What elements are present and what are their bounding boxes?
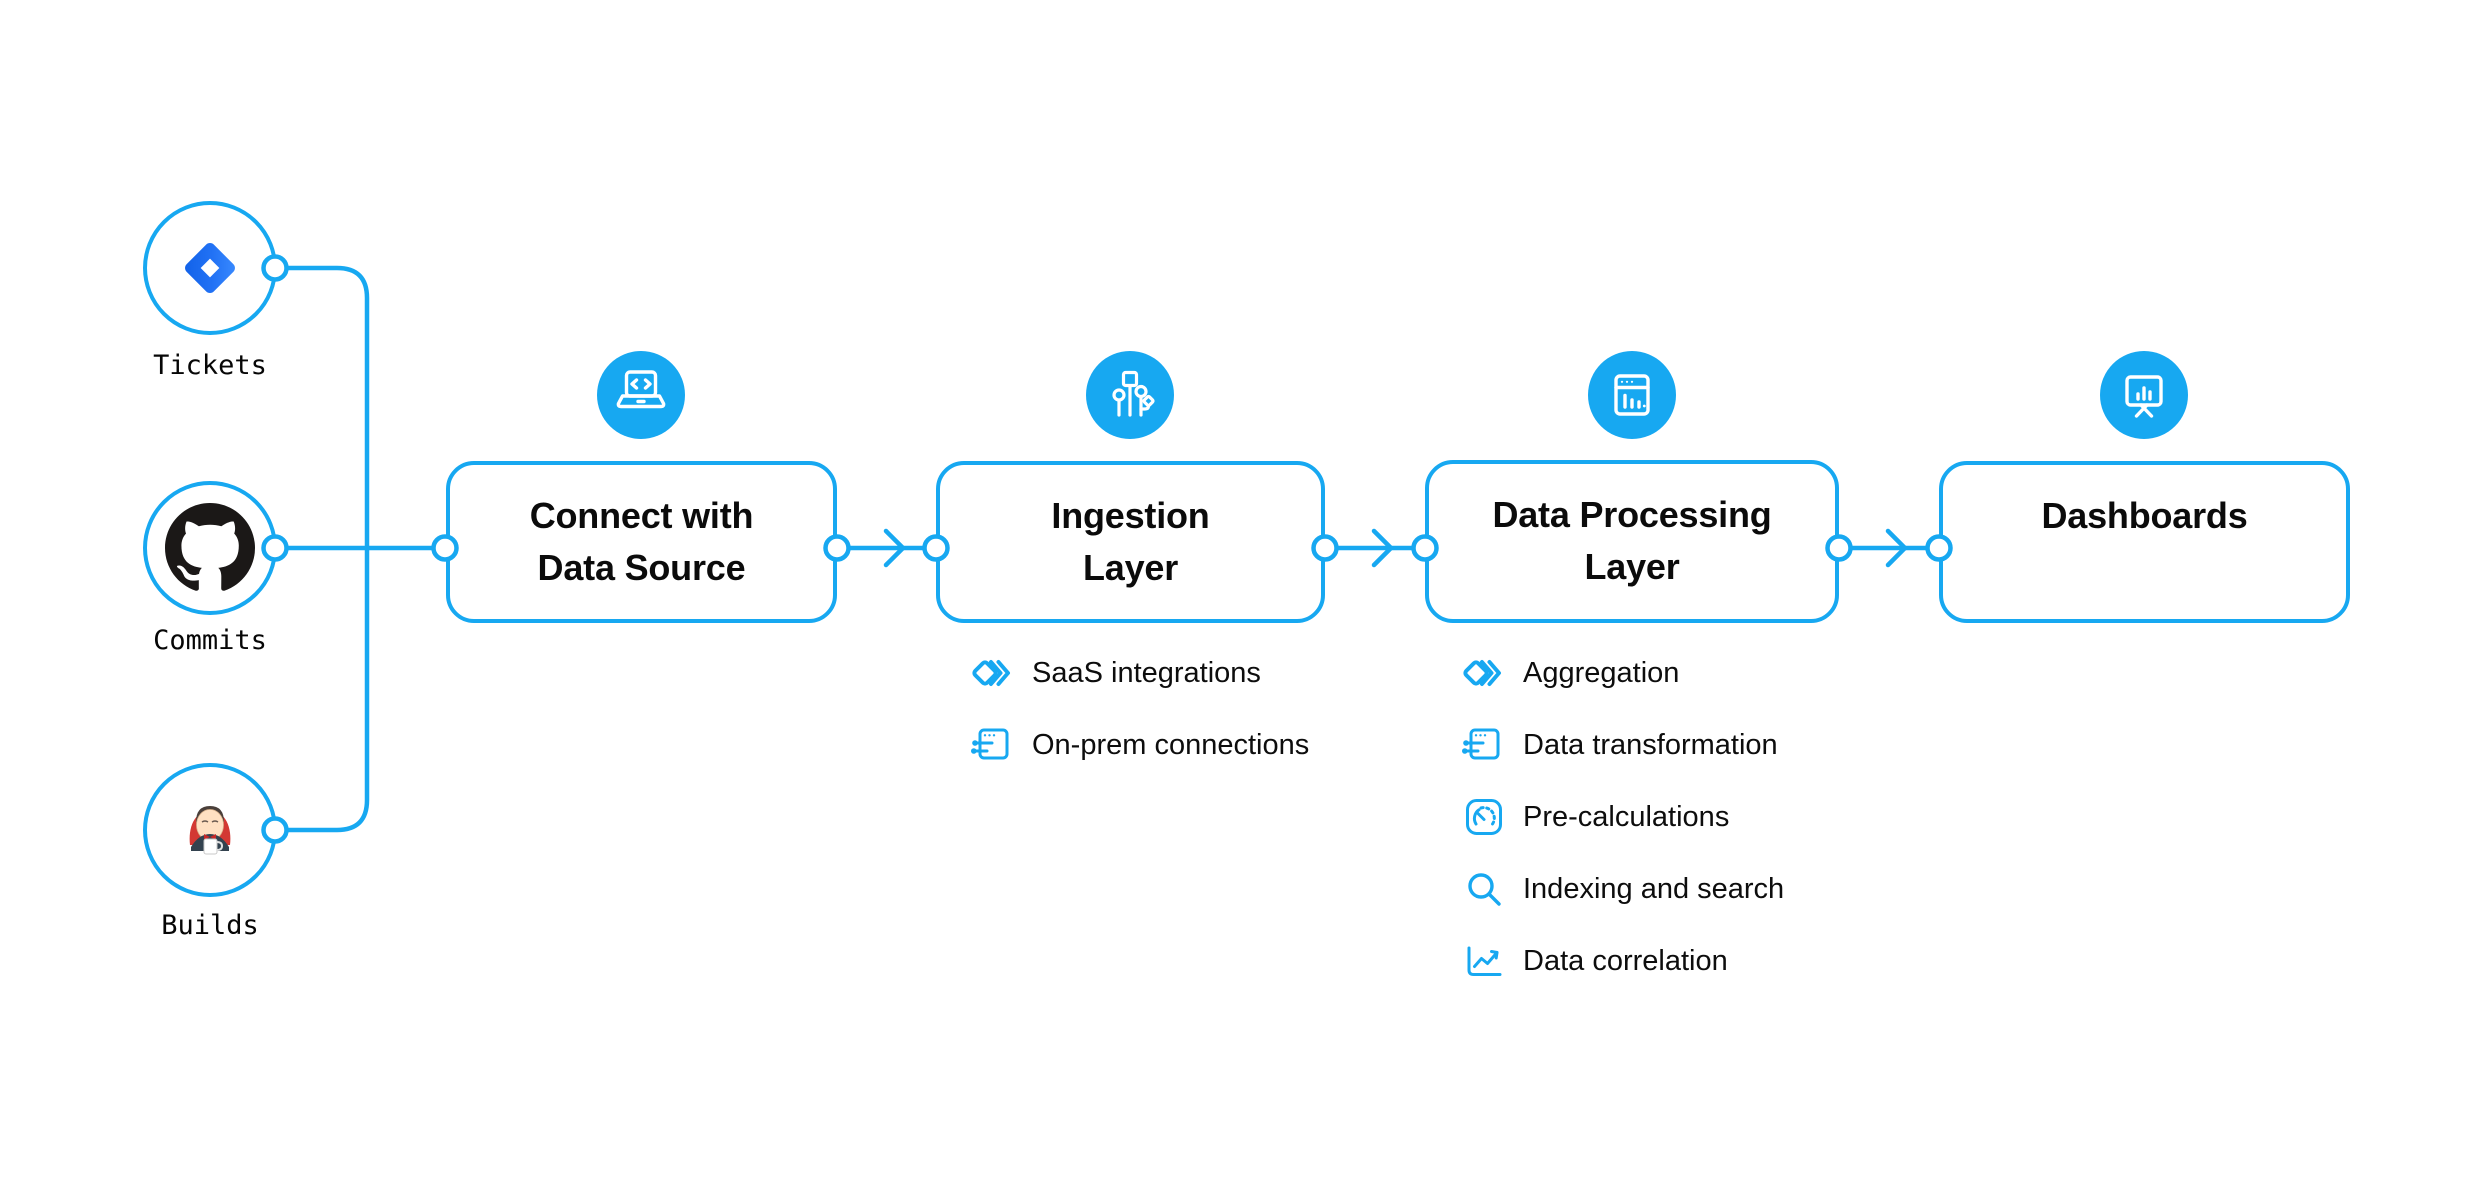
list-item-label: SaaS integrations bbox=[1032, 657, 1261, 689]
stage-title-line: Data Source bbox=[537, 547, 746, 588]
list-item-label: Indexing and search bbox=[1523, 873, 1785, 905]
list-item: Indexing and search bbox=[1462, 867, 1784, 911]
source-label-builds: Builds bbox=[60, 910, 360, 942]
list-item-label: Pre-calculations bbox=[1523, 801, 1730, 833]
stage-title-line: Ingestion bbox=[1051, 495, 1210, 536]
source-label-text: Tickets bbox=[153, 350, 267, 381]
cascade-icon bbox=[972, 660, 1010, 686]
list-item: SaaS integrations bbox=[971, 651, 1309, 695]
laptop-code-icon bbox=[616, 370, 666, 409]
presentation-chart-icon bbox=[2125, 375, 2163, 418]
stage-badge-dashboards bbox=[2100, 351, 2188, 439]
source-node-builds bbox=[143, 763, 277, 897]
stage-box-ingestion: Ingestion Layer bbox=[936, 461, 1325, 623]
stage-title-line: Layer bbox=[1082, 547, 1179, 588]
ingestion-feature-list: SaaS integrations On-prem connections bbox=[971, 651, 1309, 767]
list-item-label: Data transformation bbox=[1523, 729, 1778, 761]
list-item-label: Aggregation bbox=[1523, 657, 1680, 689]
stage-box-dashboards: Dashboards bbox=[1939, 461, 2350, 623]
stage-title-line: Connect with bbox=[529, 495, 754, 536]
processing-feature-list: Aggregation Data transformation bbox=[1462, 651, 1784, 983]
source-node-commits bbox=[143, 481, 277, 615]
window-chart-icon bbox=[1614, 374, 1650, 416]
stage-title-line: Data Processing bbox=[1492, 494, 1772, 535]
stage-badge-processing bbox=[1588, 351, 1676, 439]
list-item: Pre-calculations bbox=[1462, 795, 1784, 839]
arrow-head-3 bbox=[1885, 528, 1908, 568]
stage-box-processing: Data Processing Layer bbox=[1425, 460, 1839, 623]
search-icon bbox=[1468, 873, 1501, 906]
list-item: Data correlation bbox=[1462, 939, 1784, 983]
window-sliders-icon bbox=[1462, 728, 1500, 760]
stage-badge-ingestion bbox=[1086, 351, 1174, 439]
source-label-text: Builds bbox=[161, 910, 259, 941]
list-item: On-prem connections bbox=[971, 723, 1309, 767]
list-item-label: Data correlation bbox=[1523, 945, 1728, 977]
circuit-icon bbox=[1112, 370, 1155, 417]
jenkins-icon bbox=[189, 806, 231, 855]
source-label-commits: Commits bbox=[60, 625, 360, 657]
stage-title-line: Layer bbox=[1584, 546, 1680, 587]
list-item: Aggregation bbox=[1462, 651, 1784, 695]
github-icon bbox=[165, 503, 255, 591]
list-item: Data transformation bbox=[1462, 723, 1784, 767]
stage-badge-connect bbox=[597, 351, 685, 439]
gauge-icon bbox=[1466, 799, 1502, 835]
source-label-tickets: Tickets bbox=[60, 350, 360, 382]
jira-icon bbox=[185, 243, 235, 293]
source-label-text: Commits bbox=[153, 625, 267, 656]
list-item-label: On-prem connections bbox=[1032, 729, 1310, 761]
stage-box-connect: Connect with Data Source bbox=[446, 461, 837, 623]
line-chart-icon bbox=[1467, 946, 1502, 976]
source-node-tickets bbox=[143, 201, 277, 335]
arrow-head-2 bbox=[1371, 528, 1394, 568]
window-sliders-icon bbox=[971, 728, 1009, 760]
arrow-head-1 bbox=[883, 528, 906, 568]
stage-title-line: Dashboards bbox=[2041, 495, 2248, 536]
cascade-icon bbox=[1463, 660, 1501, 686]
